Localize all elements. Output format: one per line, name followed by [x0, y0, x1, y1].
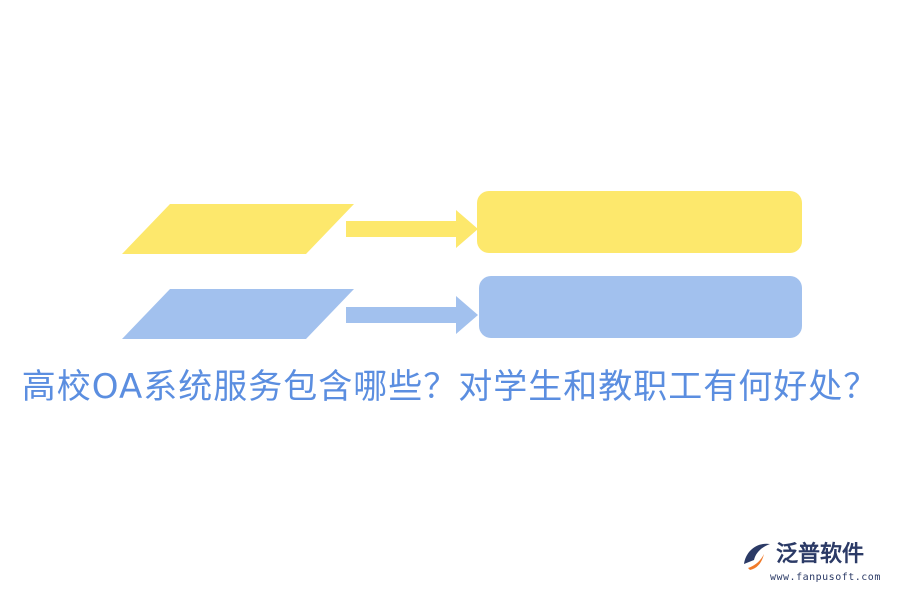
brand-url: www.fanpusoft.com — [770, 572, 881, 583]
brand-watermark: 泛普软件 www.fanpusoft.com — [740, 538, 880, 590]
blue-rounded-box — [479, 276, 802, 338]
blue-right-arrow-icon — [346, 296, 478, 334]
blue-parallelogram — [122, 289, 354, 339]
yellow-parallelogram — [122, 204, 354, 254]
fanpu-logo-icon — [744, 543, 770, 570]
page-title: 高校OA系统服务包含哪些？对学生和教职工有何好处？ — [21, 367, 879, 407]
yellow-rounded-box — [477, 191, 802, 253]
brand-name: 泛普软件 — [776, 542, 865, 567]
yellow-right-arrow-icon — [346, 210, 478, 248]
